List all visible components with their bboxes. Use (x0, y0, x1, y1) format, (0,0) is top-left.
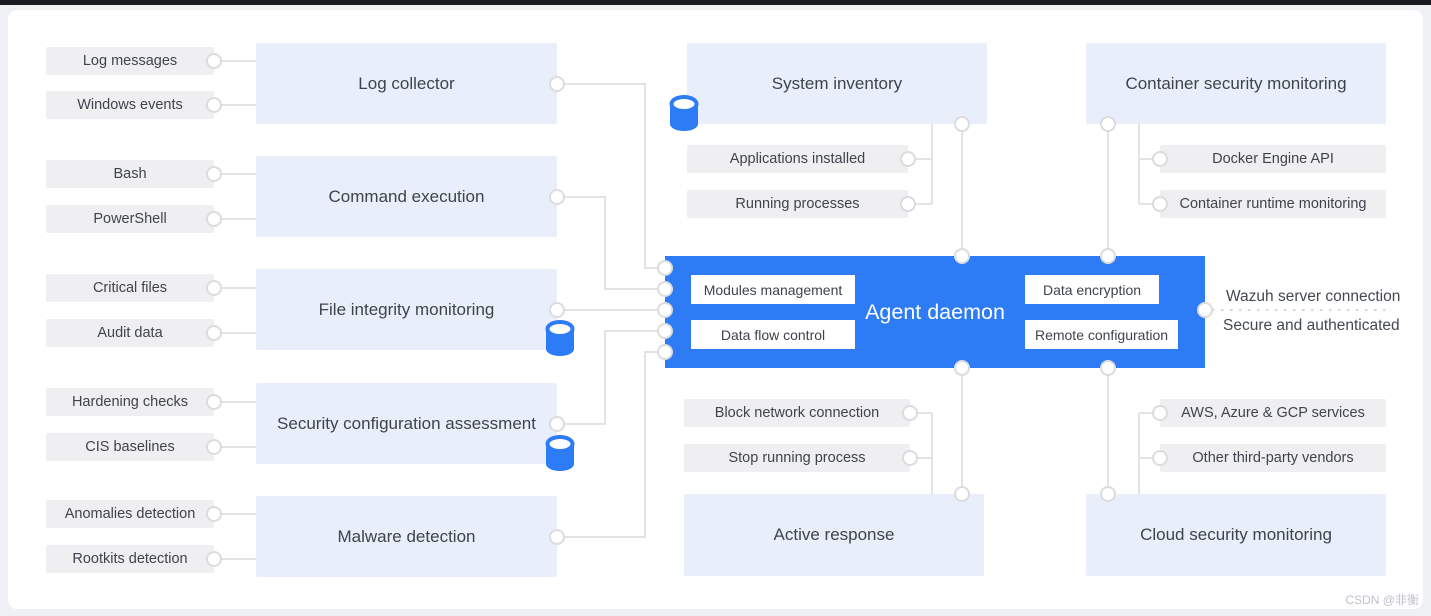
node-stop-running-process: Stop running process (684, 444, 910, 472)
agent-control-modules-management: Modules management (691, 275, 855, 304)
node-aws-azure-gcp-services: AWS, Azure & GCP services (1160, 399, 1386, 427)
module-node-sca: Security configuration assessment (256, 383, 557, 464)
window-top-bar (0, 0, 1431, 5)
agent-daemon-node (665, 256, 1205, 368)
agent-control-data-flow-control: Data flow control (691, 320, 855, 349)
node-container-runtime-monitoring: Container runtime monitoring (1160, 190, 1386, 218)
node-cloud-security-monitoring: Cloud security monitoring (1086, 494, 1386, 576)
input-node-cis-baselines: CIS baselines (46, 433, 214, 461)
input-node-anomalies-detection: Anomalies detection (46, 500, 214, 528)
agent-control-remote-configuration: Remote configuration (1025, 320, 1178, 349)
node-docker-engine-api: Docker Engine API (1160, 145, 1386, 173)
input-node-log-messages: Log messages (46, 47, 214, 75)
input-node-rootkits-detection: Rootkits detection (46, 545, 214, 573)
input-node-windows-events: Windows events (46, 91, 214, 119)
server-connection-subtitle: Secure and authenticated (1223, 317, 1400, 334)
input-node-hardening-checks: Hardening checks (46, 388, 214, 416)
node-other-third-party-vendors: Other third-party vendors (1160, 444, 1386, 472)
module-node-command-execution: Command execution (256, 156, 557, 237)
node-container-security-monitoring: Container security monitoring (1086, 43, 1386, 124)
node-block-network-connection: Block network connection (684, 399, 910, 427)
node-running-processes: Running processes (687, 190, 908, 218)
agent-control-data-encryption: Data encryption (1025, 275, 1159, 304)
server-connection-title: Wazuh server connection (1226, 288, 1401, 305)
module-node-file-integrity: File integrity monitoring (256, 269, 557, 350)
input-node-audit-data: Audit data (46, 319, 214, 347)
input-node-critical-files: Critical files (46, 274, 214, 302)
node-system-inventory: System inventory (687, 43, 987, 124)
input-node-powershell: PowerShell (46, 205, 214, 233)
input-node-bash: Bash (46, 160, 214, 188)
module-node-log-collector: Log collector (256, 43, 557, 124)
watermark: CSDN @非衡 (1345, 593, 1419, 607)
node-active-response: Active response (684, 494, 984, 576)
node-applications-installed: Applications installed (687, 145, 908, 173)
module-node-malware-detection: Malware detection (256, 496, 557, 577)
